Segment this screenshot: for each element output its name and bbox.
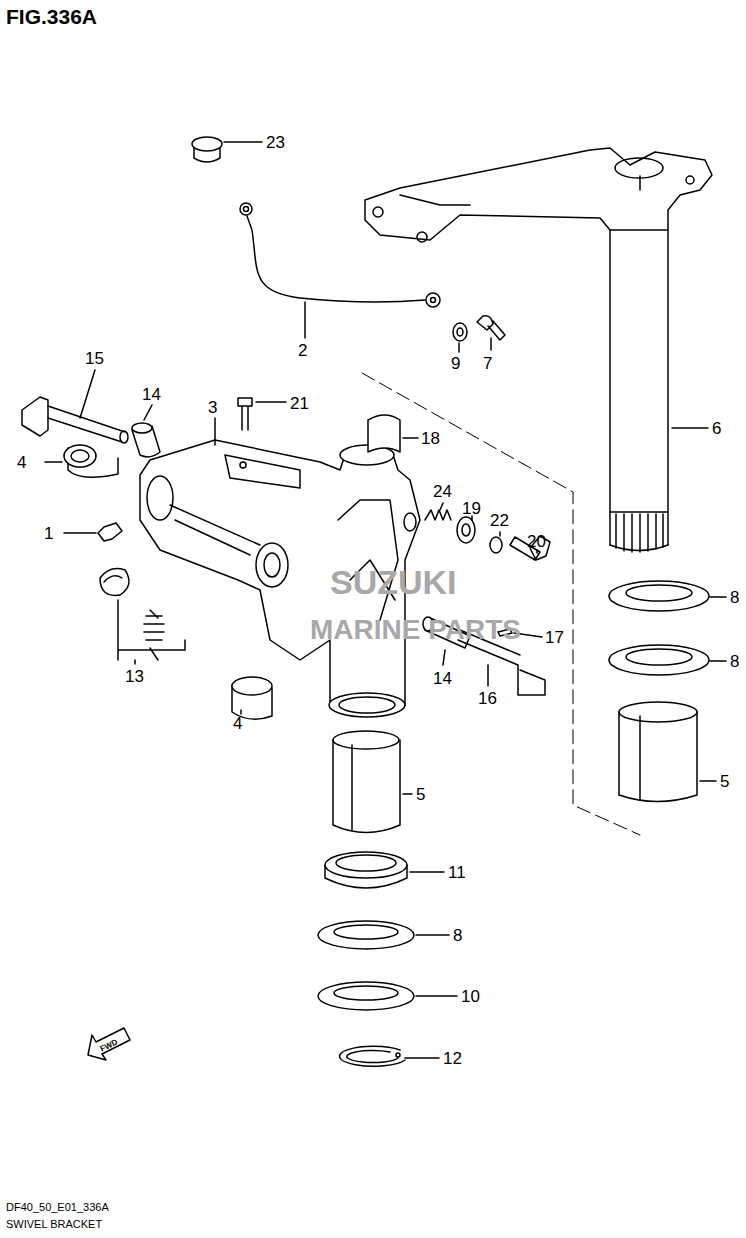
callout-number: 16 bbox=[478, 690, 497, 707]
callout-number: 20 bbox=[527, 533, 546, 550]
figure-title: FIG.336A bbox=[6, 5, 97, 28]
callout-number: 14 bbox=[142, 386, 161, 403]
callout-number: 21 bbox=[290, 395, 309, 412]
callout-number: 13 bbox=[125, 668, 144, 685]
callout-number: 15 bbox=[85, 350, 104, 367]
callout-number: 8 bbox=[730, 589, 739, 606]
callout-number: 10 bbox=[461, 988, 480, 1005]
callout-number: 6 bbox=[712, 419, 721, 438]
callout-number: 8 bbox=[730, 653, 739, 670]
drawing-code: DF40_50_E01_336A bbox=[6, 1202, 109, 1213]
callout-number: 3 bbox=[208, 398, 217, 417]
callout-number: 5 bbox=[720, 773, 729, 790]
callout-number: 5 bbox=[416, 786, 425, 803]
callout-number: 22 bbox=[490, 511, 509, 530]
callout-number: 4 bbox=[233, 714, 242, 733]
callout-number: 3 bbox=[208, 399, 217, 416]
callout-number: 19 bbox=[462, 500, 481, 517]
callout-number: 14 bbox=[433, 670, 452, 687]
callout-number: 11 bbox=[448, 864, 466, 881]
callout-number: 20 bbox=[527, 532, 546, 551]
callout-number: 19 bbox=[462, 499, 481, 518]
callout-number: 5 bbox=[416, 785, 425, 804]
figure-caption: SWIVEL BRACKET bbox=[6, 1218, 102, 1230]
watermark: SUZUKI bbox=[330, 563, 457, 601]
callout-number: 15 bbox=[85, 349, 104, 368]
callout-number: 22 bbox=[490, 512, 509, 529]
callout-number: 1 bbox=[44, 525, 53, 542]
callout-number: 9 bbox=[451, 354, 460, 373]
forward-mark: FWD bbox=[100, 1042, 118, 1050]
callout-number: 6 bbox=[712, 420, 721, 437]
callout-number: 23 bbox=[266, 134, 285, 151]
watermark: MARINE PARTS bbox=[310, 614, 521, 645]
callout-number: 7 bbox=[483, 354, 492, 373]
callout-number: 8 bbox=[730, 588, 739, 607]
callout-number: 23 bbox=[266, 133, 285, 152]
callout-number: 2 bbox=[298, 341, 307, 360]
callout-number: 2 bbox=[298, 342, 307, 359]
callout-number: 1 bbox=[44, 524, 53, 543]
callout-number: 5 bbox=[720, 772, 729, 791]
callout-number: 10 bbox=[461, 987, 480, 1006]
callout-number: 14 bbox=[433, 669, 452, 688]
figure-caption: SWIVEL BRACKET bbox=[6, 1219, 102, 1230]
figure-title: FIG.336A bbox=[6, 6, 97, 27]
callout-number: 16 bbox=[478, 689, 497, 708]
callout-number: 13 bbox=[125, 667, 144, 686]
drawing-code: DF40_50_E01_336A bbox=[6, 1201, 109, 1213]
callout-number: 9 bbox=[451, 355, 460, 372]
callout-number: 21 bbox=[290, 394, 309, 413]
callout-number: 8 bbox=[453, 926, 462, 945]
callout-number: 12 bbox=[443, 1050, 462, 1067]
callout-number: 8 bbox=[730, 652, 739, 671]
callout-number: 4 bbox=[17, 453, 26, 472]
callout-number: 24 bbox=[433, 483, 452, 500]
callout-number: 11 bbox=[448, 863, 466, 882]
callout-number: 4 bbox=[233, 715, 242, 732]
callout-number: 17 bbox=[545, 628, 564, 647]
callout-number: 14 bbox=[142, 385, 161, 404]
callout-number: 12 bbox=[443, 1049, 462, 1068]
callout-number: 18 bbox=[421, 429, 440, 448]
watermark: MARINE PARTS bbox=[310, 616, 521, 644]
callout-number: 18 bbox=[421, 430, 440, 447]
callout-number: 4 bbox=[17, 454, 26, 471]
watermark: SUZUKI bbox=[330, 565, 457, 599]
callout-number: 8 bbox=[453, 927, 462, 944]
callout-number: 7 bbox=[483, 355, 492, 372]
callout-number: 17 bbox=[545, 629, 564, 646]
callout-number: 24 bbox=[433, 482, 452, 501]
